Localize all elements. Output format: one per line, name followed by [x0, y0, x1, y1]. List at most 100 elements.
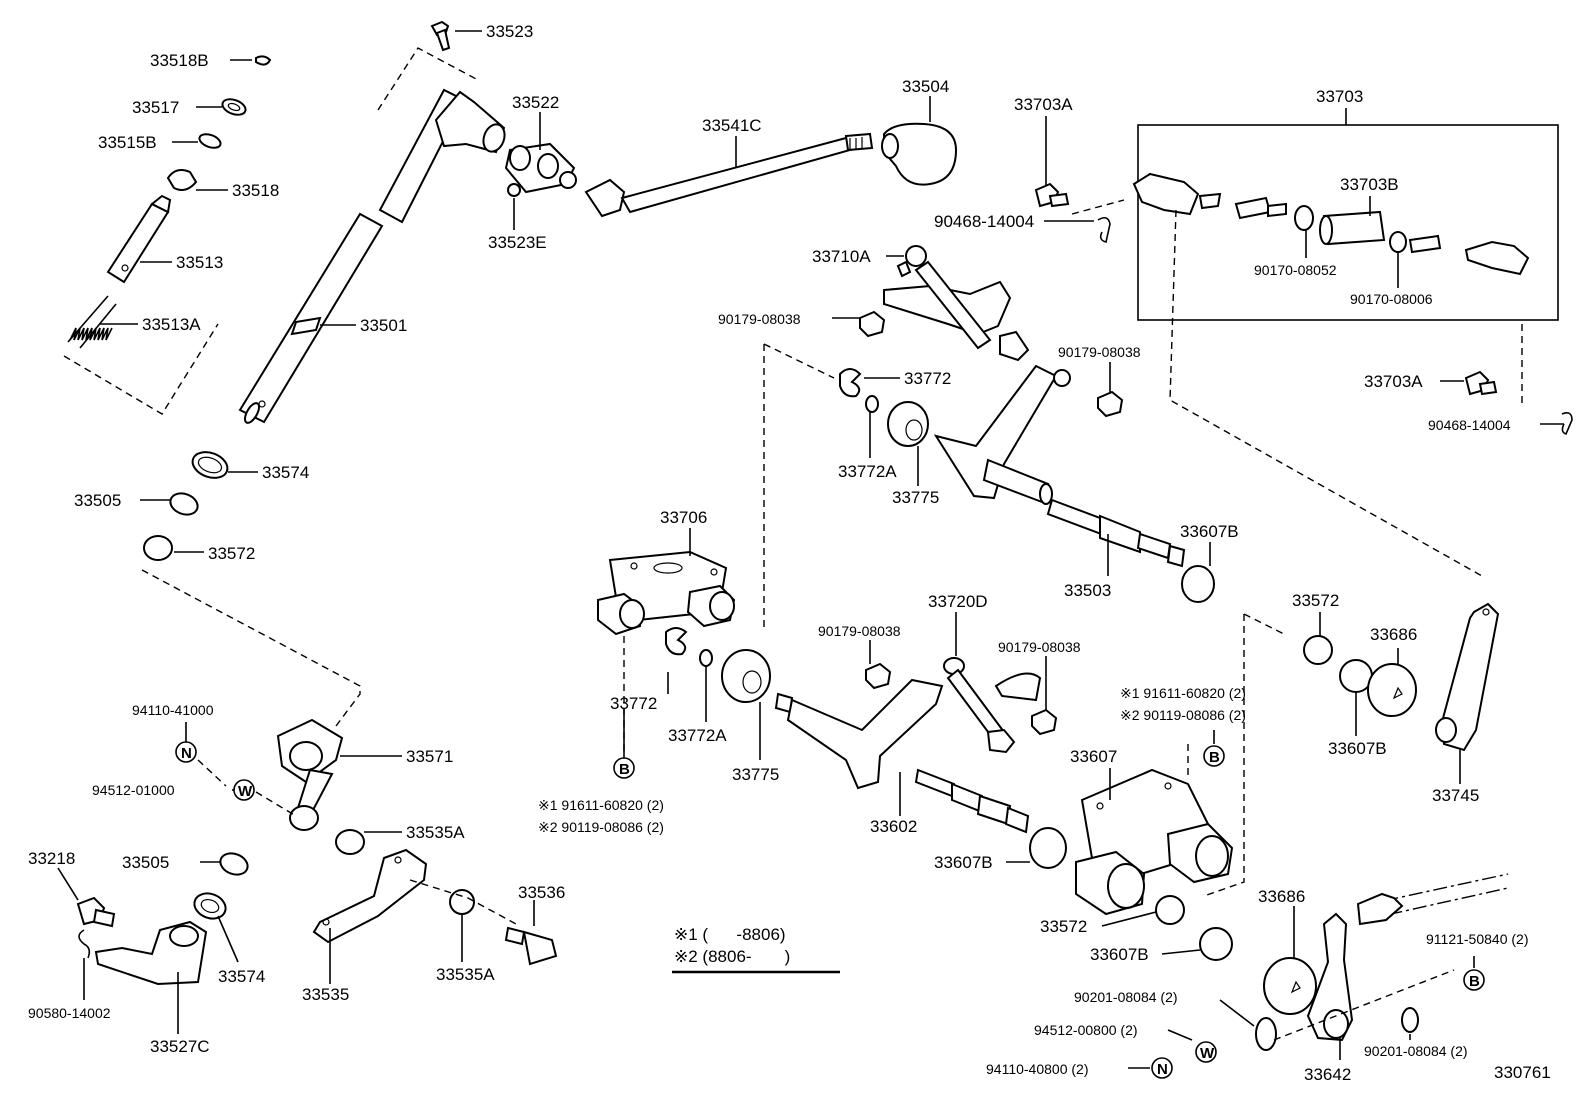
label-33772A-lower: 33772A	[668, 726, 727, 745]
svg-text:W: W	[1200, 1045, 1215, 1062]
label-94512-01000: 94512-01000	[92, 782, 175, 798]
washer-33772A-lower-part	[699, 649, 713, 667]
label-33772-lower: 33772	[610, 694, 657, 713]
knob-33504-part	[881, 122, 958, 186]
label-33535: 33535	[302, 985, 349, 1004]
svg-text:W: W	[238, 783, 253, 800]
label-33535A-b: 33535A	[436, 965, 495, 984]
assembly-33703-box	[1137, 124, 1559, 321]
note-left-2: ※2 90119-08086 (2)	[538, 819, 664, 835]
label-33703A-top: 33703A	[1014, 95, 1073, 114]
label-33218: 33218	[28, 849, 75, 868]
bushing-33607B-d-part	[1199, 927, 1233, 961]
ring-33517-part	[221, 98, 247, 116]
bushing-33535A-b-part	[449, 889, 475, 915]
label-90179-08038-d: 90179-08038	[998, 639, 1081, 655]
svg-text:B: B	[619, 761, 630, 778]
label-90468-14004-right: 90468-14004	[1428, 417, 1511, 433]
clip-33772-upper-part	[839, 368, 862, 398]
label-33706: 33706	[660, 508, 707, 527]
bushing-33535A-a-part	[335, 829, 365, 855]
lever-33642-part	[1306, 912, 1354, 1042]
clip-33518B-part	[255, 55, 272, 66]
bushing-33686-a-part	[1367, 663, 1417, 717]
bushing-33607B-c-part	[1029, 827, 1067, 869]
label-90179-08038-a: 90179-08038	[718, 311, 801, 327]
leader-lines	[57, 30, 1564, 1069]
marker-W-bottom: W	[1195, 1041, 1217, 1063]
label-90580-14002: 90580-14002	[28, 1005, 111, 1021]
label-33522: 33522	[512, 93, 559, 112]
label-33523E: 33523E	[488, 233, 547, 252]
bolt-33703A-top-part	[1034, 182, 1070, 208]
bushing-33607B-a-part	[1181, 565, 1215, 603]
ring-33515B-part	[198, 133, 222, 149]
label-ref-id: 330761	[1494, 1063, 1551, 1082]
label-33571: 33571	[406, 747, 453, 766]
label-33607: 33607	[1070, 747, 1117, 766]
label-33523: 33523	[486, 22, 533, 41]
label-33602: 33602	[870, 817, 917, 836]
clip-bottom-right-part	[1356, 892, 1404, 926]
bolt-33218-part	[76, 896, 116, 928]
nut-90179-b-part	[1097, 390, 1124, 418]
bolt-33536-part	[504, 926, 558, 966]
label-33536: 33536	[518, 883, 565, 902]
label-91121-50840: 91121-50840 (2)	[1426, 931, 1528, 947]
label-33572-a: 33572	[208, 544, 255, 563]
bushing-33775-lower-part	[721, 649, 771, 703]
label-90201-08084-a: 90201-08084 (2)	[1074, 989, 1178, 1005]
clip-33523E-part	[507, 183, 521, 197]
label-90179-08038-c: 90179-08038	[818, 623, 901, 639]
label-33772-upper: 33772	[904, 369, 951, 388]
label-33607B-d: 33607B	[1090, 945, 1149, 964]
shaft-33503-part	[933, 364, 1186, 568]
nut-90179-c-part	[865, 662, 892, 690]
label-33775-upper: 33775	[892, 488, 939, 507]
label-33513: 33513	[176, 253, 223, 272]
label-33515B: 33515B	[98, 133, 157, 152]
label-90179-08038-b: 90179-08038	[1058, 344, 1141, 360]
label-94110-41000: 94110-41000	[132, 702, 214, 718]
label-33513A: 33513A	[142, 315, 201, 334]
legend-row-2: ※2 (8806- )	[674, 947, 790, 966]
marker-B-left: B	[613, 757, 635, 779]
pin-33523-part	[430, 20, 451, 52]
clip-90580-part	[78, 929, 91, 959]
label-33572-c: 33572	[1040, 917, 1087, 936]
bushing-33572-c-part	[1155, 895, 1185, 925]
spring-33513A-part	[67, 295, 117, 349]
label-90468-14004-top: 90468-14004	[934, 212, 1034, 231]
svg-text:N: N	[181, 745, 192, 762]
label-33518B: 33518B	[150, 51, 209, 70]
rod-33513-part	[106, 194, 172, 284]
label-33535A-a: 33535A	[406, 823, 465, 842]
nut-90179-e-part	[1031, 708, 1058, 736]
clip-33772-lower-part	[665, 627, 688, 656]
ring-33574-b-part	[193, 892, 227, 920]
marker-W-left: W	[233, 779, 255, 801]
label-33642: 33642	[1304, 1065, 1351, 1084]
label-33607B-a: 33607B	[1180, 522, 1239, 541]
label-33541C: 33541C	[702, 116, 762, 135]
bushing-33775-upper-part	[887, 401, 929, 447]
note-right-2: ※2 90119-08086 (2)	[1120, 707, 1246, 723]
bushing-33572-a-part	[143, 535, 173, 561]
washer-33772A-upper-part	[865, 395, 879, 413]
label-33572-b: 33572	[1292, 591, 1339, 610]
rod-33720D-part	[943, 657, 1016, 754]
legend-row-1: ※1 ( -8806)	[674, 925, 786, 944]
label-90170-08006: 90170-08006	[1350, 291, 1433, 307]
lever-33535-part	[312, 848, 428, 944]
note-left-1: ※1 91611-60820 (2)	[538, 797, 664, 813]
label-33686-a: 33686	[1370, 625, 1417, 644]
bushing-33572-b-part	[1303, 635, 1333, 665]
bushing-90179-d-part	[994, 672, 1042, 702]
label-90170-08052: 90170-08052	[1254, 262, 1337, 278]
note-right-1: ※1 91611-60820 (2)	[1120, 685, 1246, 701]
cable-33703-parts	[1132, 172, 1530, 276]
link-33710A-part	[883, 245, 1030, 362]
marker-N-bottom: N	[1151, 1057, 1173, 1079]
label-33775-lower: 33775	[732, 765, 779, 784]
